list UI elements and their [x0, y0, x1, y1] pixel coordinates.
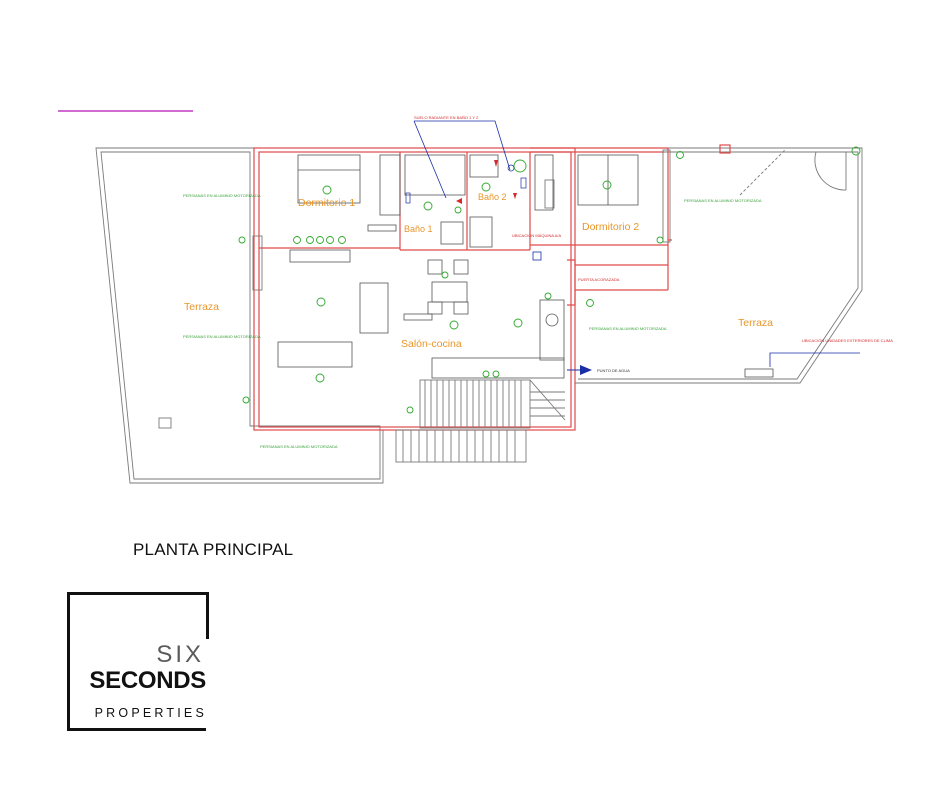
note-ubicacion-maquina: UBICACIÓN MÁQUINA A/A	[512, 233, 561, 238]
note-ubicacion-unidades: UBICACIÓN UNIDADES EXTERIORES DE CLIMA	[802, 338, 893, 343]
stairs	[395, 379, 566, 463]
bathroom-arrows	[456, 160, 517, 204]
right-terrace-outline	[575, 144, 863, 384]
note-persiana-2: PERSIANAS EN ALUMINIO MOTORIZADA	[183, 334, 261, 339]
note-punto-agua: PUNTO DE AGUA	[597, 368, 630, 373]
room-label-terraza-right: Terraza	[738, 317, 773, 329]
room-label-terraza-left: Terraza	[184, 301, 219, 313]
radiant-floor-callout	[405, 120, 527, 204]
room-label-bano2: Baño 2	[478, 192, 507, 202]
building-walls	[252, 147, 672, 431]
room-label-salon: Salón-cocina	[401, 338, 462, 350]
room-label-dormitorio2: Dormitorio 2	[582, 221, 639, 233]
note-suelo-radiante: SUELO RADIANTE EN BAÑO 1 Y 2	[414, 115, 479, 120]
company-logo: SIX SECONDS PROPERTIES	[67, 592, 209, 731]
furniture	[277, 154, 639, 379]
room-label-dormitorio1: Dormitorio 1	[298, 197, 355, 209]
note-persiana-1: PERSIANAS EN ALUMINIO MOTORIZADA	[183, 193, 261, 198]
room-label-bano1: Baño 1	[404, 224, 433, 234]
note-persiana-5: PERSIANAS EN ALUMINIO MOTORIZADA	[589, 326, 667, 331]
note-puerta-acorazada: PUERTA ACORAZADA	[578, 277, 620, 282]
logo-six-text: SIX	[156, 641, 204, 668]
electrical-fixtures	[238, 151, 684, 414]
note-persiana-4: PERSIANAS EN ALUMINIO MOTORIZADA	[684, 198, 762, 203]
plan-title: PLANTA PRINCIPAL	[133, 540, 294, 559]
ac-units-leader	[769, 352, 860, 367]
logo-properties-text: PROPERTIES	[94, 706, 207, 720]
logo-seconds-text: SECONDS	[89, 667, 206, 694]
note-persiana-3: PERSIANAS EN ALUMINIO MOTORIZADA	[260, 444, 338, 449]
water-point-arrow	[567, 365, 592, 375]
